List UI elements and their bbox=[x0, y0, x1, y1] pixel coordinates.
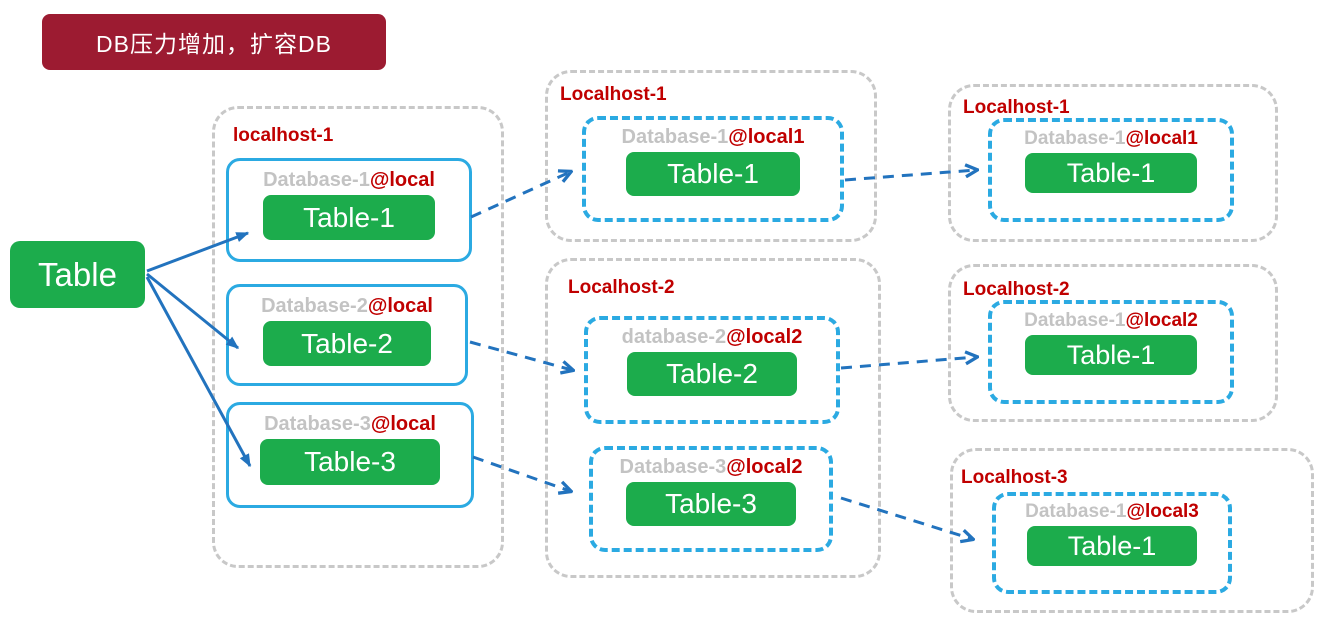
stage2-db3-label: Database-3@local2 bbox=[620, 456, 803, 479]
stage1-db2-label: Database-2@local bbox=[261, 295, 433, 318]
db-name: Database-1 bbox=[263, 169, 370, 191]
stage1-db3-box: Database-3@local Table-3 bbox=[226, 402, 474, 508]
stage3-host2-table-node: Table-1 bbox=[1025, 335, 1197, 375]
stage3-host3-table-node: Table-1 bbox=[1027, 526, 1197, 566]
stage2-host2-label: Localhost-2 bbox=[568, 277, 675, 298]
stage3-host1-label: Localhost-1 bbox=[963, 97, 1070, 118]
stage1-table-1-node: Table-1 bbox=[263, 195, 435, 240]
db-at: @local3 bbox=[1126, 501, 1199, 522]
stage3-host-localhost-3: Localhost-3 Database-1@local3 Table-1 bbox=[950, 448, 1314, 613]
stage3-host-localhost-1: Localhost-1 Database-1@local1 Table-1 bbox=[948, 84, 1278, 242]
stage1-host-label: localhost-1 bbox=[233, 125, 334, 146]
title-banner: DB压力增加，扩容DB bbox=[42, 14, 386, 70]
db-name: Database-3 bbox=[619, 456, 727, 478]
stage1-host-localhost-1: localhost-1 Database-1@local Table-1 Dat… bbox=[212, 106, 504, 568]
db-at: @local2 bbox=[726, 326, 803, 348]
stage1-db2-box: Database-2@local Table-2 bbox=[226, 284, 468, 386]
stage1-table-2-node: Table-2 bbox=[263, 321, 431, 366]
db-name: Database-3 bbox=[264, 413, 371, 435]
stage2-db2-label: database-2@local2 bbox=[622, 326, 803, 349]
stage2-host-localhost-2: Localhost-2 database-2@local2 Table-2 Da… bbox=[545, 258, 881, 578]
stage1-db3-label: Database-3@local bbox=[264, 413, 436, 436]
stage1-db1-label: Database-1@local bbox=[263, 169, 435, 192]
stage2-db3-box: Database-3@local2 Table-3 bbox=[589, 446, 833, 552]
db-at: @local bbox=[369, 169, 435, 191]
stage2-table-1-node: Table-1 bbox=[626, 152, 800, 196]
stage3-db2-label: Database-1@local2 bbox=[1024, 310, 1198, 332]
stage2-db1-box: Database-1@local1 Table-1 bbox=[582, 116, 844, 222]
db-name: Database-1 bbox=[1024, 128, 1126, 149]
stage1-db1-box: Database-1@local Table-1 bbox=[226, 158, 472, 262]
stage2-host1-label: Localhost-1 bbox=[560, 84, 667, 105]
db-name: Database-1 bbox=[1024, 310, 1126, 331]
db-name: Database-2 bbox=[261, 295, 368, 317]
stage3-db3-box: Database-1@local3 Table-1 bbox=[992, 492, 1232, 594]
stage2-host-localhost-1: Localhost-1 Database-1@local1 Table-1 bbox=[545, 70, 877, 242]
db-name: database-2 bbox=[621, 326, 727, 348]
db-at: @local bbox=[370, 413, 436, 435]
db-at: @local1 bbox=[728, 126, 805, 148]
db-name: Database-1 bbox=[1025, 501, 1127, 522]
stage2-table-2-node: Table-2 bbox=[627, 352, 797, 396]
stage3-host2-label: Localhost-2 bbox=[963, 279, 1070, 300]
db-at: @local2 bbox=[726, 456, 803, 478]
db-name: Database-1 bbox=[621, 126, 729, 148]
title-text: DB压力增加，扩容DB bbox=[96, 31, 332, 57]
stage2-table-3-node: Table-3 bbox=[626, 482, 796, 526]
stage3-db2-box: Database-1@local2 Table-1 bbox=[988, 300, 1234, 404]
stage3-host1-table-node: Table-1 bbox=[1025, 153, 1197, 193]
stage1-table-3-node: Table-3 bbox=[260, 439, 440, 485]
source-table-label: Table bbox=[38, 255, 117, 293]
source-table-node: Table bbox=[10, 241, 145, 308]
db-at: @local2 bbox=[1125, 310, 1198, 331]
db-at: @local bbox=[367, 295, 433, 317]
stage3-db1-box: Database-1@local1 Table-1 bbox=[988, 118, 1234, 222]
stage3-db3-label: Database-1@local3 bbox=[1025, 501, 1199, 523]
stage3-host-localhost-2: Localhost-2 Database-1@local2 Table-1 bbox=[948, 264, 1278, 422]
stage2-db2-box: database-2@local2 Table-2 bbox=[584, 316, 840, 424]
stage3-db1-label: Database-1@local1 bbox=[1024, 128, 1198, 150]
stage2-db1-label: Database-1@local1 bbox=[622, 126, 805, 149]
db-at: @local1 bbox=[1125, 128, 1198, 149]
stage3-host3-label: Localhost-3 bbox=[961, 467, 1068, 488]
